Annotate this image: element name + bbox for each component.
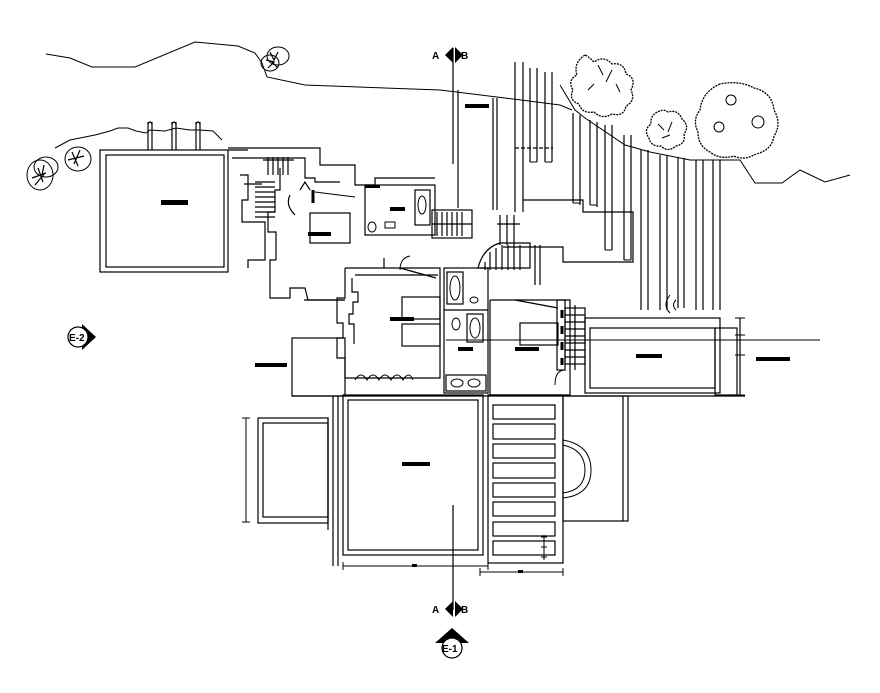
room-label-entry-north (465, 104, 489, 108)
bedroom-east (489, 299, 571, 396)
room-label-bedroom-east (515, 347, 539, 351)
stairs-curved[interactable] (477, 215, 541, 285)
bath-upper (364, 184, 436, 236)
toilet-icon (367, 221, 377, 233)
room-label-east-arrow (756, 357, 790, 361)
elevation-label-e1: E-1 (442, 644, 458, 655)
tree-large-2 (694, 82, 779, 159)
entry-walls (457, 90, 498, 210)
sink-icon (384, 221, 396, 229)
section-label-a: A (432, 605, 439, 616)
bathtub-icon (414, 189, 431, 226)
room-label-living-room (308, 232, 331, 236)
shrub-left-2 (64, 146, 92, 172)
bathtub-icon (469, 317, 481, 339)
stairs-north[interactable] (431, 209, 473, 239)
stairs-south[interactable] (487, 394, 629, 564)
section-line (446, 48, 820, 610)
tree-large-1 (570, 54, 634, 118)
section-marker-top[interactable]: A B (432, 47, 468, 63)
west-terrace (99, 121, 248, 273)
trellis-north (503, 62, 721, 314)
south-terrace (342, 394, 484, 556)
southwest-terrace (242, 417, 329, 530)
living-room-walls (228, 147, 435, 301)
elevation-arrow-up-icon (435, 628, 469, 643)
toilet-icon (451, 317, 461, 331)
stairs-east[interactable] (556, 299, 586, 371)
room-label-south-terrace (402, 462, 430, 466)
contour-line-top (45, 41, 573, 111)
section-label-b: B (461, 51, 468, 62)
section-label-a: A (432, 51, 439, 62)
trees (570, 54, 779, 159)
contour-line-left (54, 127, 223, 149)
section-arrow-left-icon (445, 601, 453, 617)
bedroom-west (336, 255, 441, 381)
section-arrow-right-icon (455, 47, 463, 63)
east-terrace (584, 317, 790, 396)
dimension-lines (342, 535, 564, 576)
section-arrow-left-icon (445, 47, 453, 63)
shrub-left-1 (26, 156, 59, 191)
bathtub-icon (449, 275, 461, 301)
shrubs (26, 46, 290, 191)
elevation-marker-e1[interactable]: E-1 (435, 628, 469, 659)
room-label-west-terrace (161, 200, 188, 205)
room-label-bedroom-west (390, 317, 414, 321)
section-label-b: B (461, 605, 468, 616)
elevation-label-e2: E-2 (69, 333, 85, 344)
contour-line-right (559, 84, 851, 184)
tree-small (645, 109, 688, 151)
shrub-top (260, 46, 290, 72)
room-label-bath-central (458, 347, 473, 351)
terrain-contours (45, 41, 851, 184)
room-label-west-arrow (255, 363, 287, 367)
terrace-band (255, 337, 745, 566)
room-label-bath-upper (390, 207, 405, 211)
elevation-marker-e2[interactable]: E-2 (67, 324, 96, 350)
room-label-east-terrace (636, 354, 662, 358)
bath-central (443, 267, 489, 394)
stairs-west[interactable] (244, 157, 294, 218)
section-marker-bottom[interactable]: A B (432, 601, 468, 617)
sink-icon (469, 296, 479, 304)
section-arrow-right-icon (455, 601, 463, 617)
